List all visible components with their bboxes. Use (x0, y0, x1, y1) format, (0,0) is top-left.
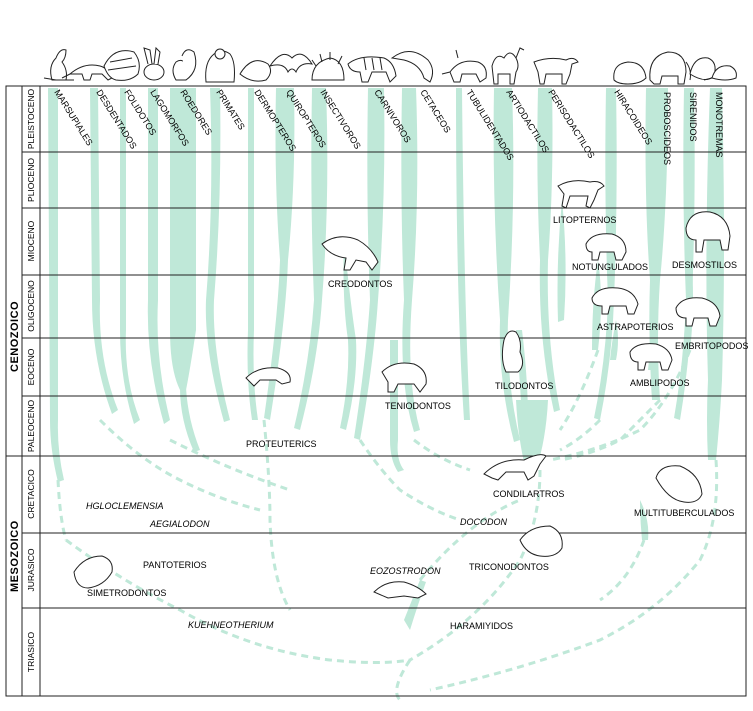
branch-cetaceos (401, 88, 420, 432)
label-notungulados: NOTUNGULADOS (572, 262, 648, 272)
branch-roedores (170, 88, 196, 390)
time-grid (5, 85, 747, 697)
branch-monotremas (706, 88, 724, 460)
branch-creodontos (340, 240, 357, 430)
bat-icon (268, 53, 314, 74)
period-plioceno: PLIOCENO (26, 158, 36, 202)
eozostrodon-icon (373, 581, 427, 599)
group-label-monotremas: MONOTREMAS (714, 92, 724, 158)
manatee-icon (689, 57, 716, 80)
teniodonto-icon (381, 362, 427, 393)
period-cretacico: CRETACICO (26, 469, 36, 519)
group-label-cetaceos: CETACEOS (418, 88, 452, 135)
period-oligoceno: OLIGOCENO (26, 280, 36, 332)
amblipodo-icon (629, 343, 673, 371)
branch-astrapoterios (610, 320, 618, 360)
evolution-branches (48, 88, 724, 630)
label-astrapoterios: ASTRAPOTERIOS (597, 322, 674, 332)
simetrodonto-icon (73, 555, 113, 589)
branch-dermopteros (247, 88, 258, 420)
group-label-proboscideos: PROBOSCIDEOS (662, 92, 672, 165)
label-proteutericos: PROTEUTERICS (246, 439, 317, 449)
branch-perisodactilos (537, 88, 560, 412)
extinct-animal-icons (73, 180, 731, 599)
branch-quiropteros (264, 88, 295, 420)
aardvark-icon (441, 49, 487, 83)
rabbit-icon (143, 46, 165, 81)
label-kuehneotherium: KUEHNEOTHERIUM (188, 620, 274, 630)
branch-lagomorfos (147, 88, 170, 424)
period-paleoceno: PALEOCENO (26, 399, 36, 452)
branch-folidotos (120, 88, 140, 424)
group-label-perisodactilos: PERISODACTILOS (546, 88, 596, 160)
genus-labels: HGLOCLEMENSIA AEGIALODON DOCODON EOZOSTR… (86, 501, 508, 630)
era-cenozoico: CENOZOICO (9, 301, 21, 372)
kangaroo-icon (43, 49, 74, 81)
squirrel-icon (172, 49, 197, 81)
label-condilartros: CONDILARTROS (493, 489, 564, 499)
dolphin-icon (390, 51, 434, 83)
label-eozostrodon: EOZOSTRODON (370, 566, 441, 576)
branch-sirenidos (674, 88, 695, 420)
group-label-marsupiales: MARSUPIALES (52, 88, 94, 148)
label-pantoterios: PANTOTERIOS (143, 560, 207, 570)
multituberculado-icon (655, 465, 703, 503)
period-jurasico: JURASICO (26, 548, 36, 591)
pangolin-icon (103, 50, 140, 81)
label-simetrodontos: SIMETRODONTOS (87, 588, 166, 598)
label-multituberculados: MULTITUBERCULADOS (634, 508, 734, 518)
desmostilo-icon (685, 211, 731, 253)
embritopodo-icon (675, 297, 721, 327)
hedgehog-icon (311, 52, 345, 81)
branch-primates (205, 88, 230, 422)
horse-icon (533, 57, 579, 85)
gorilla-icon (205, 48, 235, 83)
branch-desdentados (90, 88, 118, 414)
elephant-icon (649, 51, 691, 85)
branch-proboscideos (645, 88, 668, 400)
triconodonto-icon (519, 525, 563, 557)
colugo-icon (239, 60, 272, 82)
label-amblipodos: AMBLIPODOS (630, 378, 690, 388)
platypus-icon (703, 65, 737, 81)
label-teniodontos: TENIODONTOS (385, 401, 451, 411)
period-pleistoceno: PLEISTOCENO (26, 88, 36, 149)
period-eoceno: EOCENO (26, 348, 36, 385)
label-hgloclemensia: HGLOCLEMENSIA (86, 501, 164, 511)
label-aegialodon: AEGIALODON (149, 519, 210, 529)
proteuterico-icon (245, 367, 291, 387)
hyrax-icon (613, 61, 647, 85)
period-mioceno: MIOCENO (26, 220, 36, 261)
label-haramiyidos: HARAMIYIDOS (450, 621, 513, 631)
label-creodontos: CREODONTOS (328, 279, 392, 289)
branch-marsupiales (48, 88, 64, 482)
branch-tubulidentados (456, 88, 470, 420)
condilartro-icon (483, 454, 547, 481)
tilodonto-icon (501, 330, 524, 373)
branch-insectivoros (294, 88, 328, 430)
branch-hiracoideos (594, 88, 617, 420)
extinct-group-labels: LITOPTERNOS NOTUNGULADOS DESMOSTILOS CRE… (87, 215, 748, 631)
notungulado-icon (585, 233, 627, 261)
label-embritopodos: EMBRITOPODOS (675, 341, 748, 351)
group-label-sirenidos: SIRENIDOS (688, 92, 698, 142)
branch-artiodactilos (493, 88, 520, 442)
creodonto-icon (321, 236, 379, 271)
branch-litopternos (557, 200, 566, 322)
label-docodon: DOCODON (460, 517, 508, 527)
tiger-icon (347, 56, 397, 83)
litopterno-icon (557, 180, 605, 209)
era-mesozoico: MESOZOICO (9, 520, 21, 592)
branch-multituberculados (640, 500, 649, 540)
label-triconodontos: TRICONODONTOS (469, 562, 549, 572)
label-desmostilos: DESMOSTILOS (672, 260, 737, 270)
astrapoterio-icon (591, 287, 639, 315)
period-triasico: TRIASICO (26, 632, 36, 673)
label-litopternos: LITOPTERNOS (553, 215, 616, 225)
camel-icon (491, 47, 525, 85)
living-animal-icons (43, 46, 737, 85)
label-tilodontos: TILODONTOS (495, 381, 553, 391)
